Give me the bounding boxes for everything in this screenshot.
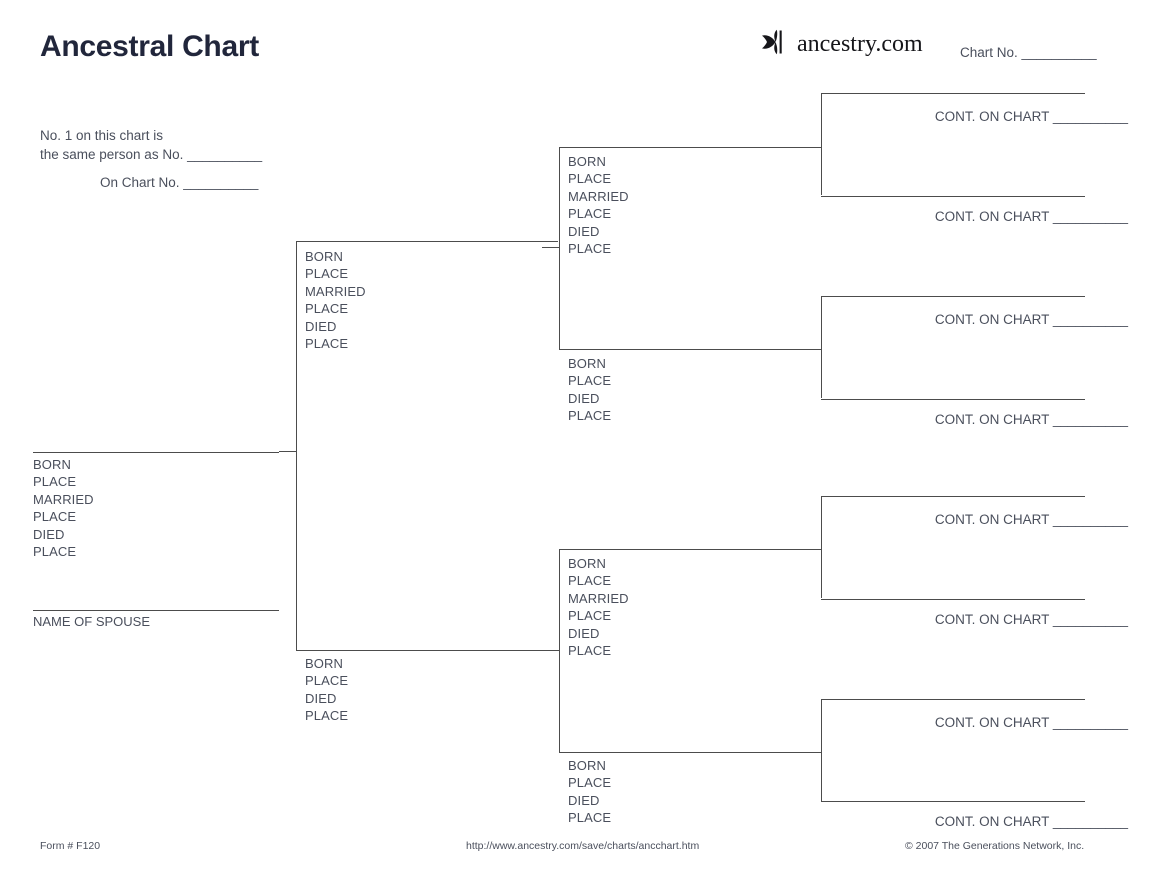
- gen3-mother2-name-rule: [559, 752, 821, 753]
- person1-spouse-rule: [33, 610, 279, 611]
- gen3-father2-born-label: BORN: [568, 556, 606, 571]
- gen4-bracketD-connector: [804, 752, 822, 753]
- gen4-bracketA-vline: [821, 93, 822, 195]
- gen2-connector-to-person1: [279, 451, 297, 452]
- page-title: Ancestral Chart: [40, 30, 259, 63]
- gen4-person4-name-rule: [821, 399, 1085, 400]
- gen3-father1-died-label: DIED: [568, 223, 600, 239]
- ancestry-logo-text: ancestry.com: [797, 31, 923, 57]
- gen3-father2-name-rule: [559, 549, 821, 550]
- gen4-person5-name-rule: [821, 496, 1085, 497]
- person1-marriage-place-label: PLACE: [33, 509, 77, 525]
- gen2-mother-died-label: DIED: [305, 690, 337, 706]
- gen3-mother2-died-label: DIED: [568, 792, 600, 808]
- gen2-mother-name-rule: [296, 650, 558, 651]
- person1-died-label: DIED: [33, 526, 65, 542]
- person1-fields: BORN PLACE MARRIED PLACE DIED PLACE: [33, 456, 94, 560]
- person1-death-place-label: PLACE: [33, 544, 77, 560]
- gen3-lower-connector: [542, 650, 560, 651]
- gen4-person7-name-rule: [821, 699, 1085, 700]
- gen3-father2-birthplace-label: PLACE: [568, 573, 612, 589]
- gen3-father2-fields: BORN PLACE MARRIED PLACE DIED PLACE: [568, 555, 629, 659]
- gen2-father-death-place-label: PLACE: [305, 336, 349, 352]
- ancestry-logo: ancestry.com: [755, 29, 923, 60]
- gen4-bracketB-vline: [821, 296, 822, 398]
- gen3-father1-born-label: BORN: [568, 154, 606, 169]
- gen3-father1-married-label: MARRIED: [568, 188, 629, 204]
- gen3-father1-death-place-label: PLACE: [568, 241, 612, 257]
- same-person-note: No. 1 on this chart is the same person a…: [40, 126, 262, 164]
- gen2-father-born-label: BORN: [305, 249, 343, 264]
- person1-born-label: BORN: [33, 457, 71, 472]
- gen2-mother-birthplace-label: PLACE: [305, 673, 349, 689]
- gen4-person1-name-rule: [821, 93, 1085, 94]
- gen3-mother1-birthplace-label: PLACE: [568, 373, 612, 389]
- gen3-mother1-name-rule: [559, 349, 821, 350]
- gen4-bracketB-connector: [804, 349, 822, 350]
- ancestry-leaf-icon: [755, 29, 795, 60]
- gen3-mother1-death-place-label: PLACE: [568, 408, 612, 424]
- gen4-bracketA-connector: [804, 147, 822, 148]
- gen3-father1-fields: BORN PLACE MARRIED PLACE DIED PLACE: [568, 153, 629, 257]
- copyright-notice: © 2007 The Generations Network, Inc.: [905, 840, 1085, 852]
- gen3-father1-marriage-place-label: PLACE: [568, 206, 612, 222]
- gen4-person8-name-rule: [821, 801, 1085, 802]
- gen2-father-birthplace-label: PLACE: [305, 266, 349, 282]
- gen2-father-died-label: DIED: [305, 318, 337, 334]
- gen3-mother1-born-label: BORN: [568, 356, 606, 371]
- gen4-person6-cont-on-chart[interactable]: CONT. ON CHART __________: [934, 612, 1128, 627]
- gen4-person3-name-rule: [821, 296, 1085, 297]
- gen3-father2-death-place-label: PLACE: [568, 643, 612, 659]
- gen2-mother-fields: BORN PLACE DIED PLACE: [305, 655, 348, 725]
- gen4-person6-name-rule: [821, 599, 1085, 600]
- gen3-mother1-died-label: DIED: [568, 390, 600, 406]
- gen4-person8-cont-on-chart[interactable]: CONT. ON CHART __________: [934, 814, 1128, 829]
- gen2-father-marriage-place-label: PLACE: [305, 301, 349, 317]
- person1-spouse-label: NAME OF SPOUSE: [33, 614, 151, 629]
- gen4-person3-cont-on-chart[interactable]: CONT. ON CHART __________: [934, 312, 1128, 327]
- gen3-father2-died-label: DIED: [568, 625, 600, 641]
- gen2-mother-death-place-label: PLACE: [305, 708, 349, 724]
- gen2-father-name-rule: [296, 241, 558, 242]
- gen2-father-fields: BORN PLACE MARRIED PLACE DIED PLACE: [305, 248, 366, 352]
- gen3-father1-name-rule: [559, 147, 821, 148]
- gen4-person1-cont-on-chart[interactable]: CONT. ON CHART __________: [934, 109, 1128, 124]
- gen3-upper-bracket-vline: [559, 147, 560, 349]
- same-person-note-line1: No. 1 on this chart is: [40, 128, 164, 143]
- form-number: Form # F120: [40, 840, 101, 852]
- same-person-note-line2[interactable]: the same person as No. __________: [40, 147, 263, 163]
- gen4-bracketC-vline: [821, 496, 822, 598]
- gen3-mother2-birthplace-label: PLACE: [568, 775, 612, 791]
- gen4-bracketC-connector: [804, 549, 822, 550]
- on-chart-no-field[interactable]: On Chart No. __________: [100, 175, 259, 190]
- source-url[interactable]: http://www.ancestry.com/save/charts/ancc…: [466, 840, 700, 852]
- person1-married-label: MARRIED: [33, 491, 94, 507]
- gen2-father-married-label: MARRIED: [305, 283, 366, 299]
- gen3-father2-marriage-place-label: PLACE: [568, 608, 612, 624]
- gen3-father2-married-label: MARRIED: [568, 590, 629, 606]
- gen3-mother2-death-place-label: PLACE: [568, 810, 612, 826]
- gen3-mother1-fields: BORN PLACE DIED PLACE: [568, 355, 611, 425]
- chart-no-field[interactable]: Chart No. __________: [960, 45, 1097, 60]
- person1-birthplace-label: PLACE: [33, 474, 77, 490]
- gen3-upper-connector: [542, 247, 560, 248]
- gen2-mother-born-label: BORN: [305, 656, 343, 671]
- gen3-mother2-fields: BORN PLACE DIED PLACE: [568, 757, 611, 827]
- person1-name-rule: [33, 452, 279, 453]
- gen3-father1-birthplace-label: PLACE: [568, 171, 612, 187]
- gen4-bracketD-vline: [821, 699, 822, 801]
- gen4-person2-name-rule: [821, 196, 1085, 197]
- gen4-person7-cont-on-chart[interactable]: CONT. ON CHART __________: [934, 715, 1128, 730]
- gen4-person4-cont-on-chart[interactable]: CONT. ON CHART __________: [934, 412, 1128, 427]
- gen3-mother2-born-label: BORN: [568, 758, 606, 773]
- gen4-person2-cont-on-chart[interactable]: CONT. ON CHART __________: [934, 209, 1128, 224]
- gen4-person5-cont-on-chart[interactable]: CONT. ON CHART __________: [934, 512, 1128, 527]
- gen2-bracket-vline: [296, 241, 297, 651]
